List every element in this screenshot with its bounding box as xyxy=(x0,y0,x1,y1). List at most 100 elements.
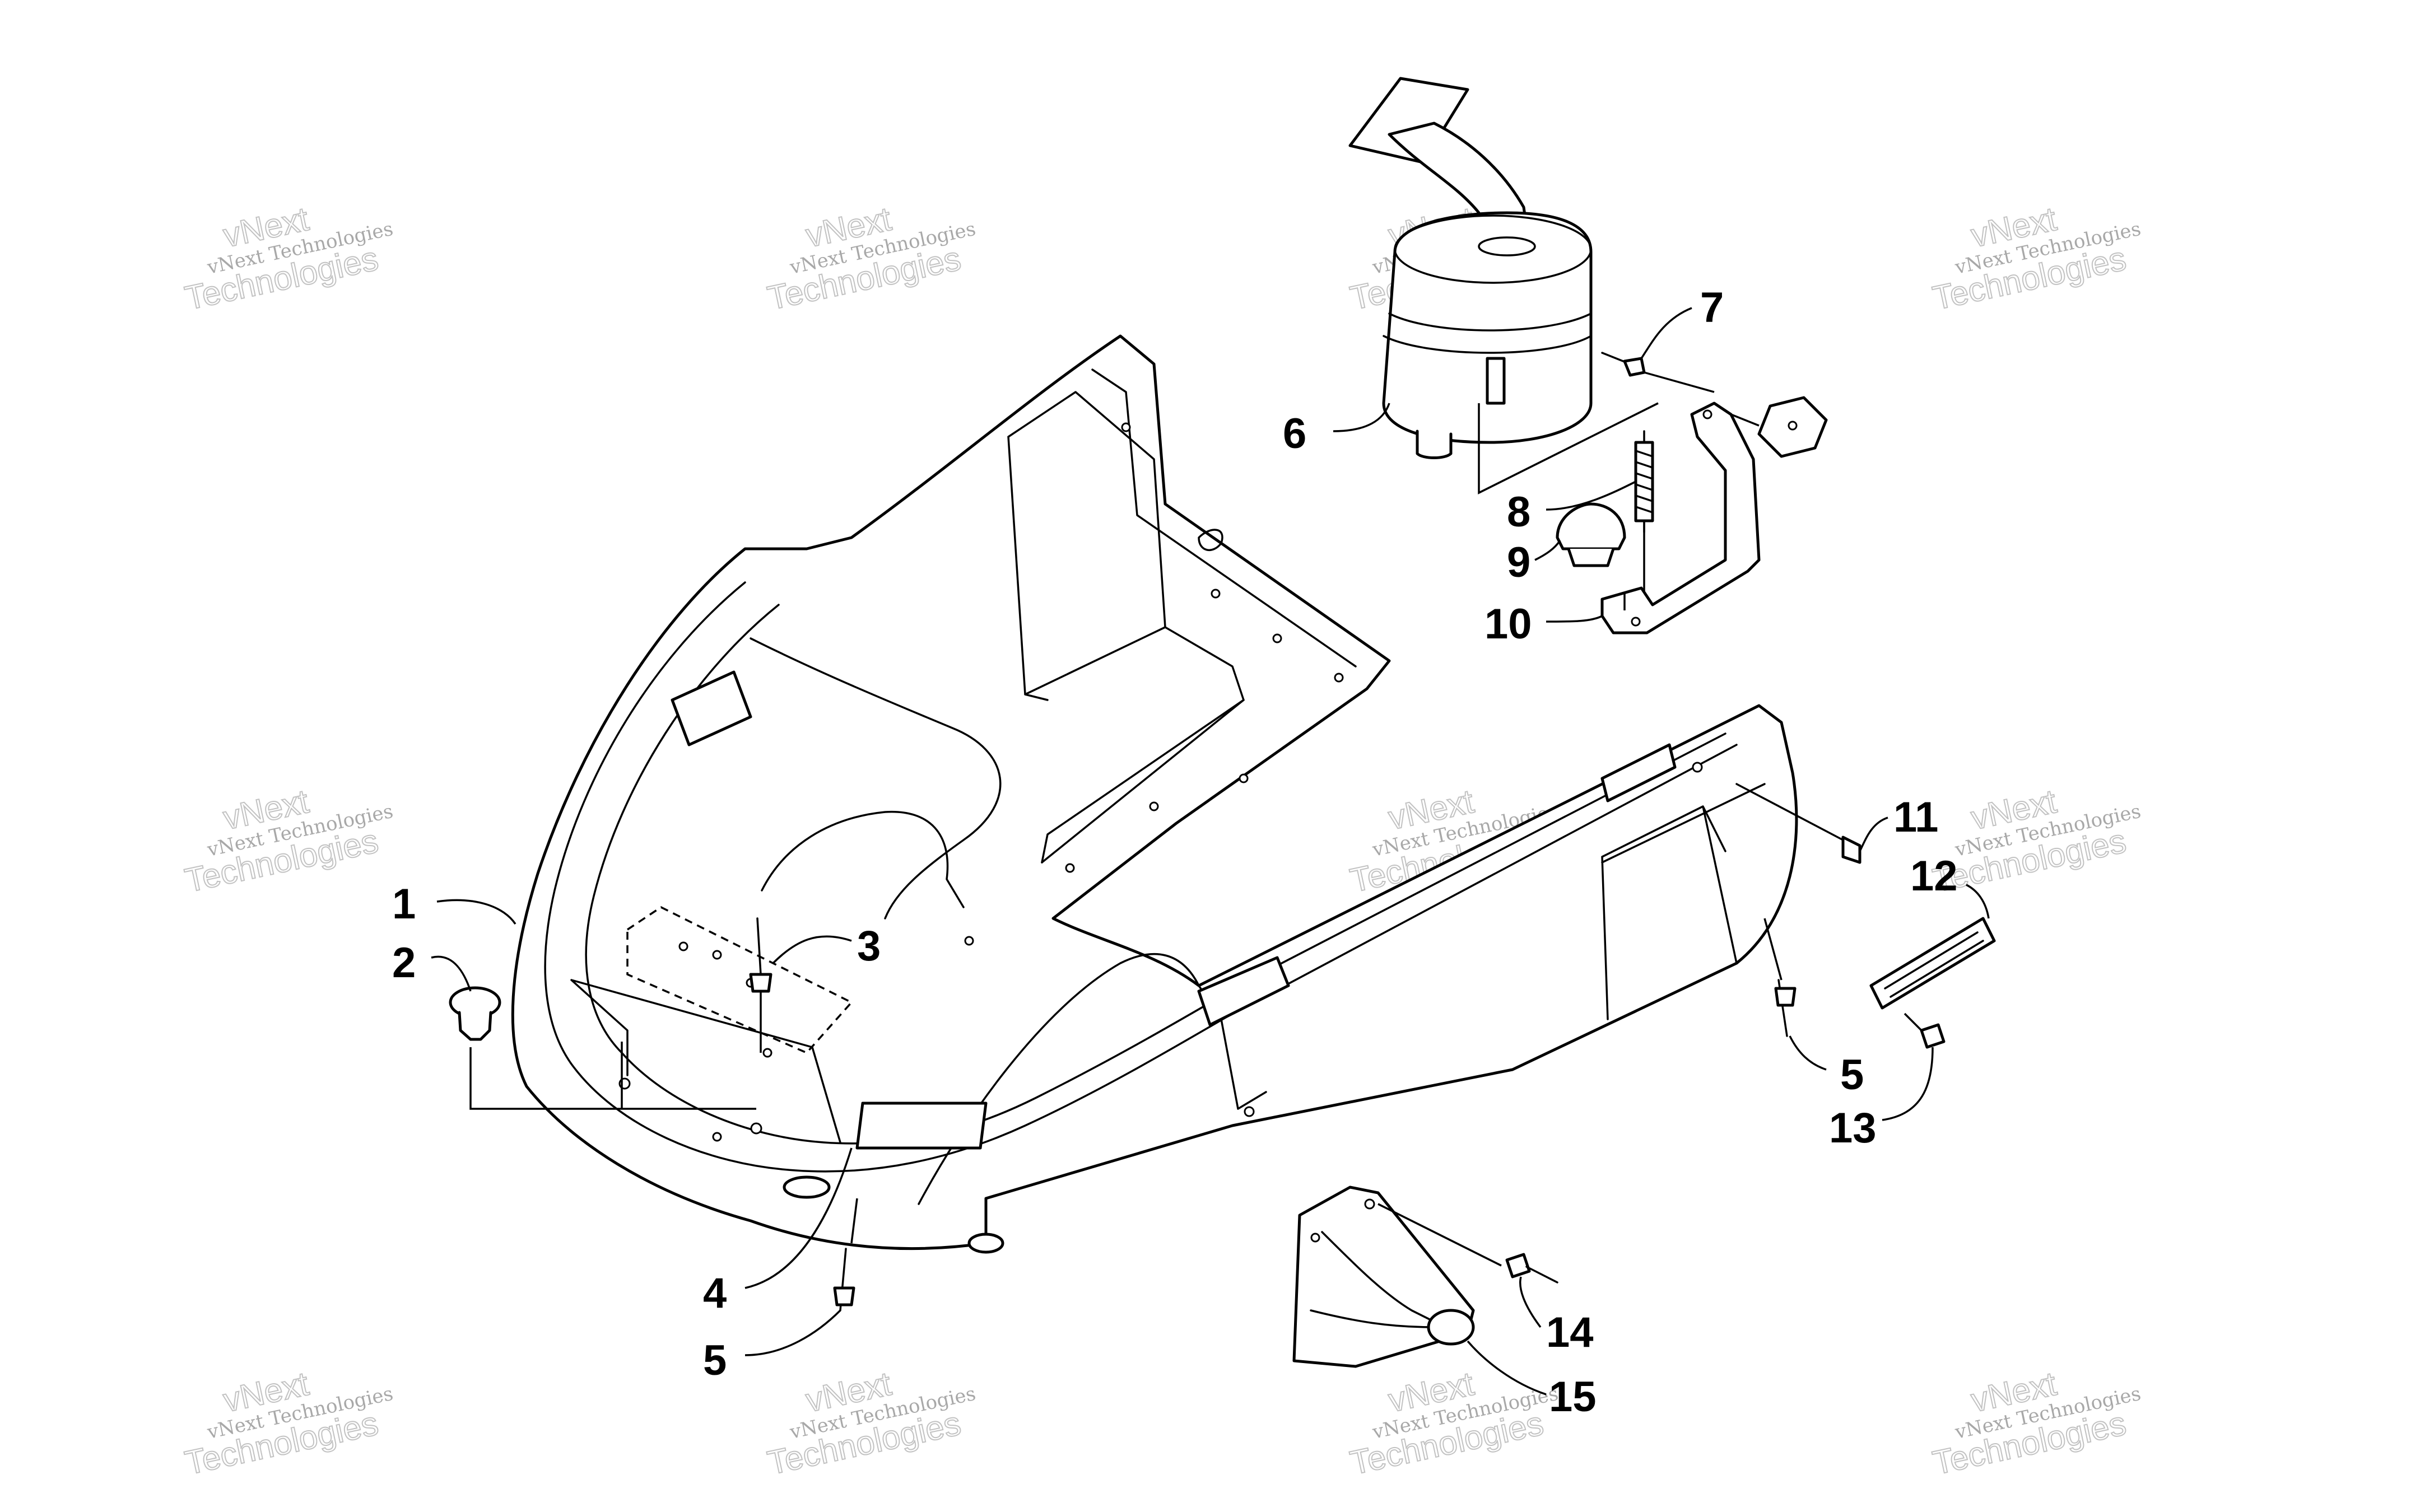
leader-2 xyxy=(431,955,472,992)
leader-14 xyxy=(1519,1276,1542,1328)
tower-slot xyxy=(1198,529,1223,552)
muffler-flange xyxy=(1348,77,1469,164)
spring-part[interactable] xyxy=(1634,430,1654,594)
leader-13 xyxy=(1882,1047,1934,1121)
screw-part[interactable] xyxy=(1735,783,1861,864)
duct-rivet-line xyxy=(1377,1203,1502,1267)
muffler-canister xyxy=(1382,211,1593,444)
callout-2: 2 xyxy=(392,939,416,987)
callout-labels: 1 2 3 4 5 5 6 7 8 9 10 11 12 13 14 15 xyxy=(392,284,1958,1421)
cotter-pin-head xyxy=(1623,357,1646,377)
watermark: vNext vNext Technologies Technologies xyxy=(1346,1364,1560,1482)
cotter-pin-part[interactable] xyxy=(1601,352,1715,393)
watermark: vNext vNext Technologies Technologies xyxy=(181,782,395,900)
leader-9 xyxy=(1534,540,1561,561)
belly-pan-foot xyxy=(783,1175,831,1199)
muffler-seam xyxy=(1388,312,1592,332)
muffler-bracket-part[interactable] xyxy=(1600,402,1761,634)
watermark: vNext vNext Technologies Technologies xyxy=(1929,199,2143,318)
belly-pan-pad-2 xyxy=(1197,956,1290,1026)
rivet-alignment-line xyxy=(1763,918,1783,981)
rivet-part[interactable] xyxy=(749,917,772,1053)
rivet-head xyxy=(749,973,772,993)
rivet-pin xyxy=(756,917,762,976)
belly-pan-tower-edge xyxy=(1024,626,1245,864)
reflector-ridges xyxy=(1884,931,1984,998)
belly-pan-tunnel-wall xyxy=(750,637,1002,920)
callout-1: 1 xyxy=(392,880,416,928)
callout-leaders xyxy=(431,307,1990,1396)
mount-hole xyxy=(712,950,722,960)
bracket-hole-2 xyxy=(1631,617,1641,627)
rivet-part-lower[interactable] xyxy=(833,1198,858,1312)
leader-10 xyxy=(1546,615,1603,623)
muffler-outlet xyxy=(1416,430,1453,459)
mount-hole xyxy=(678,941,688,951)
leader-6 xyxy=(1333,403,1390,432)
leader-3 xyxy=(772,935,852,964)
grommet-part[interactable] xyxy=(1556,502,1626,567)
belly-pan-tunnel-arc xyxy=(761,810,965,908)
belly-pan-side-block xyxy=(671,670,752,746)
leader-12 xyxy=(1966,884,1990,919)
rivet-alignment-line xyxy=(850,1198,858,1244)
duct-rivet-part[interactable] xyxy=(1377,1203,1558,1284)
belly-pan-part[interactable] xyxy=(511,334,1798,1254)
rivet-head xyxy=(1774,987,1797,1007)
muffler-part[interactable] xyxy=(1348,77,1659,494)
rivet-alignment-line xyxy=(469,1042,623,1110)
leader-15 xyxy=(1467,1340,1547,1396)
hex-nut-hole xyxy=(1788,421,1798,431)
callout-3: 3 xyxy=(857,922,881,970)
watermark: vNext vNext Technologies Technologies xyxy=(181,1364,395,1482)
leader-8 xyxy=(1546,480,1636,511)
belly-pan-cutout xyxy=(570,979,841,1144)
mount-hole xyxy=(1272,633,1282,643)
belly-pan-foot-2 xyxy=(967,1233,1004,1254)
leader-5b xyxy=(1789,1035,1827,1071)
reflector-screw-part[interactable] xyxy=(1904,1012,1946,1049)
reflector-body xyxy=(1869,917,1996,1010)
callout-9: 9 xyxy=(1507,539,1530,586)
watermark: vNext vNext Technologies Technologies xyxy=(764,1364,978,1482)
muffler-top-cap xyxy=(1394,214,1592,284)
duct-cone-top xyxy=(1321,1231,1458,1334)
mount-hole xyxy=(964,936,974,946)
bracket-hole xyxy=(1702,409,1712,419)
duct-outlet xyxy=(1427,1309,1475,1346)
mount-hole xyxy=(762,1048,772,1058)
leader-5a xyxy=(744,1309,841,1356)
watermark: vNext vNext Technologies Technologies xyxy=(181,199,395,318)
hex-nut-part[interactable] xyxy=(1730,396,1828,458)
muffler-pipe-ring xyxy=(1478,236,1536,256)
mount-hole xyxy=(1244,1106,1255,1117)
rivet-part-right[interactable] xyxy=(1763,918,1797,1037)
belly-pan-rim-inner xyxy=(585,604,1726,1145)
bumper-pad xyxy=(855,1102,988,1150)
muffler-spring-hook xyxy=(1486,357,1506,405)
screw-alignment-line xyxy=(1735,783,1844,841)
intake-duct-part[interactable] xyxy=(1292,1186,1475,1368)
callout-8: 8 xyxy=(1507,488,1530,536)
grommet-dome xyxy=(1556,502,1626,550)
rivet-head xyxy=(833,1286,855,1306)
mount-hole xyxy=(1065,863,1075,873)
push-rivet-part[interactable] xyxy=(449,986,756,1110)
duct-cone-bottom xyxy=(1310,1309,1435,1328)
callout-12: 12 xyxy=(1910,852,1958,900)
callout-15: 15 xyxy=(1549,1373,1597,1421)
duct-rivet-pin xyxy=(1525,1266,1558,1284)
belly-pan-side-panel xyxy=(1198,783,1766,1110)
watermark: vNext vNext Technologies Technologies xyxy=(1929,1364,2143,1482)
grommet-base xyxy=(1567,547,1615,567)
muffler-seam-2 xyxy=(1383,335,1592,354)
screw-head xyxy=(1841,836,1861,864)
reflector-screw-line xyxy=(1904,1012,1923,1032)
spring-turns xyxy=(1635,450,1654,514)
mount-hole xyxy=(1149,801,1159,811)
callout-13: 13 xyxy=(1829,1104,1877,1152)
reflector-part[interactable] xyxy=(1869,917,1996,1010)
callout-6: 6 xyxy=(1283,410,1306,458)
bracket-body xyxy=(1600,402,1761,634)
mount-hole xyxy=(750,1122,762,1135)
